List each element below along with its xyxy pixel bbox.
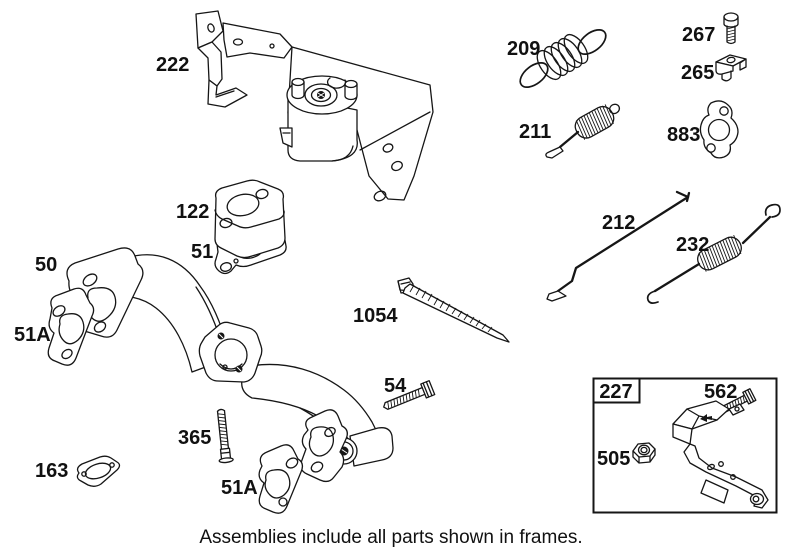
part-label-232: 232: [676, 234, 709, 256]
part-232-spring: [646, 203, 781, 304]
part-label-222: 222: [156, 54, 189, 76]
part-label-212: 212: [602, 212, 635, 234]
part-label-51a-left: 51A: [14, 324, 51, 346]
part-209-spring: [519, 29, 607, 88]
part-label-51a-bottom: 51A: [221, 477, 258, 499]
part-label-265: 265: [681, 62, 714, 84]
part-51a-gasket-left: [47, 287, 95, 366]
part-227-control-bracket: [672, 400, 769, 509]
part-label-211: 211: [519, 121, 551, 143]
part-label-365: 365: [178, 427, 211, 449]
part-365-screw: [216, 408, 234, 464]
part-label-227: 227: [599, 381, 632, 403]
part-label-267: 267: [682, 24, 715, 46]
part-163-gasket: [76, 455, 121, 487]
part-265-clamp: [715, 54, 747, 82]
part-211-spring: [545, 103, 621, 159]
part-50-intake-manifold: [66, 247, 394, 483]
part-267-screw: [723, 12, 739, 45]
assembly-frame-border: [592, 377, 778, 514]
part-label-163: 163: [35, 460, 68, 482]
part-1054-cable-tie: [397, 277, 510, 343]
part-222-bracket-assembly: [195, 10, 434, 202]
part-label-883: 883: [667, 124, 700, 146]
part-label-50: 50: [35, 254, 57, 276]
part-label-505: 505: [597, 448, 630, 470]
part-label-209: 209: [507, 38, 540, 60]
part-label-51: 51: [191, 241, 213, 263]
caption: Assemblies include all parts shown in fr…: [199, 527, 582, 548]
part-212-link-rod: [546, 190, 691, 302]
part-51a-gasket-bottom: [258, 444, 304, 514]
assembly-frame-label-box: [592, 377, 641, 404]
part-label-562: 562: [704, 381, 737, 403]
part-label-54: 54: [384, 375, 407, 397]
part-54-bolt: [383, 380, 436, 410]
part-label-1054: 1054: [353, 305, 398, 327]
part-505-nut: [632, 442, 656, 464]
assembly-frame-227: [592, 377, 778, 514]
part-883-gasket: [699, 100, 739, 159]
part-122-spacer: [214, 179, 286, 259]
part-label-122: 122: [176, 201, 209, 223]
